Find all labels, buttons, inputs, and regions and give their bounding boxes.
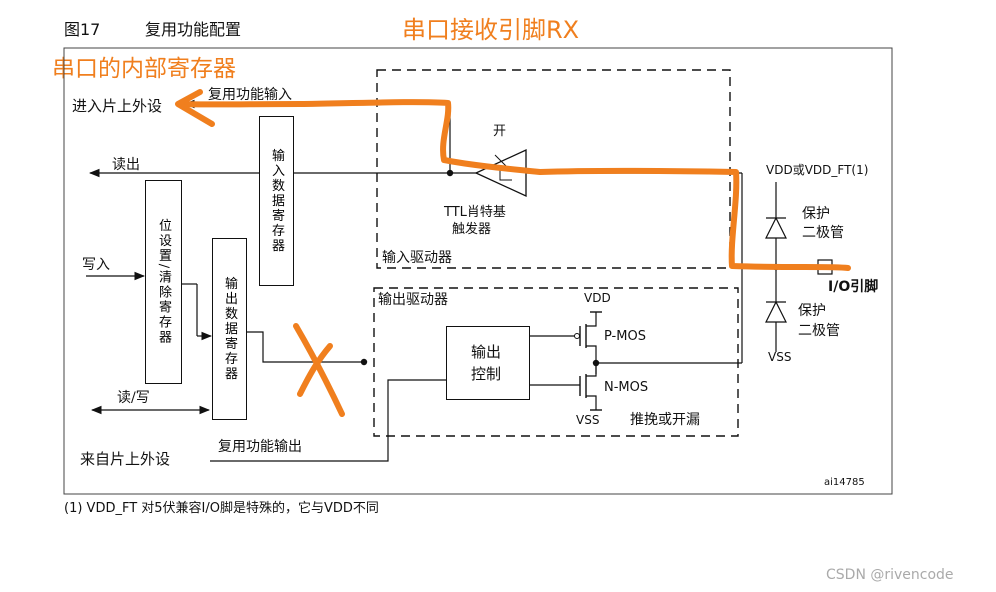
vdd-label: VDD xyxy=(584,291,611,305)
schmitt-trigger xyxy=(474,148,527,198)
lower-diode-label-1: 保护 xyxy=(798,303,826,319)
on-label: 开 xyxy=(493,124,507,139)
output-driver-label: 输出驱动器 xyxy=(378,292,448,308)
vss-mos-label: VSS xyxy=(576,413,600,427)
watermark: CSDN @rivencode xyxy=(826,567,954,583)
read-label: 读出 xyxy=(112,157,140,173)
internal-register-annotation: 串口的内部寄存器 xyxy=(52,56,236,82)
vss-label: VSS xyxy=(768,350,792,364)
pmos-label: P-MOS xyxy=(604,329,646,344)
lower-protection-diode xyxy=(765,300,787,323)
vdd-ft-label: VDD或VDD_FT(1) xyxy=(766,163,869,177)
push-pull-label: 推挽或开漏 xyxy=(630,412,700,428)
output-control-block: 输出 控制 xyxy=(446,326,530,400)
figure-frame xyxy=(63,47,893,495)
figure-title: 复用功能配置 xyxy=(145,20,242,39)
from-peripheral-label: 来自片上外设 xyxy=(80,450,171,468)
nmos-label: N-MOS xyxy=(604,380,649,395)
schmitt-label-1: TTL肖特基 xyxy=(444,205,506,220)
upper-diode-label-1: 保护 xyxy=(802,206,830,222)
alt-function-output-label: 复用功能输出 xyxy=(218,439,302,455)
figure-id: ai14785 xyxy=(824,477,865,488)
cross-mark-annotation xyxy=(293,323,345,417)
bit-set-reset-register: 位设置/清除寄存器 xyxy=(145,180,182,384)
output-driver-box xyxy=(373,287,739,437)
output-data-register: 输出数据寄存器 xyxy=(212,238,247,420)
input-driver-label: 输入驱动器 xyxy=(382,250,452,266)
upper-protection-diode xyxy=(765,216,787,239)
io-pin-label: I/O引脚 xyxy=(828,279,879,295)
rx-pin-annotation: 串口接收引脚RX xyxy=(402,16,580,44)
footnote: (1) VDD_FT 对5伏兼容I/O脚是特殊的，它与VDD不同 xyxy=(64,501,379,516)
upper-diode-label-2: 二极管 xyxy=(802,225,844,241)
write-label: 写入 xyxy=(82,257,110,273)
rx-signal-path-annotation xyxy=(177,99,851,271)
alt-function-input-label: 复用功能输入 xyxy=(208,87,292,103)
read-write-label: 读/写 xyxy=(117,390,150,406)
schmitt-label-2: 触发器 xyxy=(452,222,492,237)
to-peripheral-label: 进入片上外设 xyxy=(72,97,163,115)
figure-number: 图17 xyxy=(64,20,101,39)
input-data-register: 输入数据寄存器 xyxy=(259,116,294,286)
lower-diode-label-2: 二极管 xyxy=(798,323,840,339)
